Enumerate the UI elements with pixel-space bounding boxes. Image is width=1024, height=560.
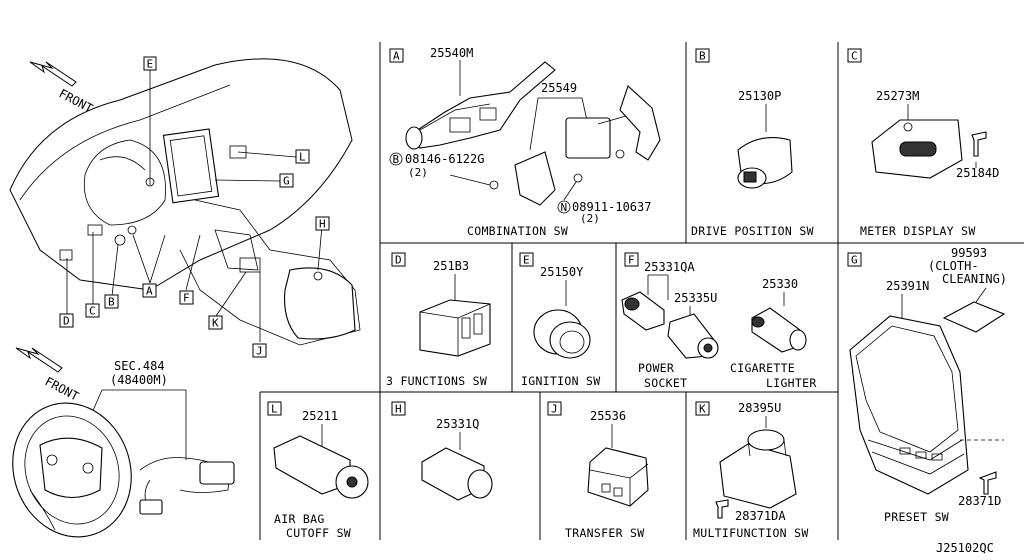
panels-A-parts-p3qty: (2) xyxy=(408,166,428,179)
panels-D-letter: D xyxy=(395,254,402,267)
caption-air-bag: AIR BAG xyxy=(274,512,325,526)
front-label-top: FRONT xyxy=(57,86,95,115)
panels-H-letter: H xyxy=(395,403,402,416)
callout-L: L xyxy=(295,149,310,164)
part-08911-10637: 08911-10637 xyxy=(572,200,651,214)
caption-combination-sw: COMBINATION SW xyxy=(467,224,568,238)
steering-wheel-overview: FRONT SEC.484 (48400M) xyxy=(12,347,235,538)
panel-K: K 28395U 28371DA MULTIFUNCTION SW xyxy=(693,401,809,540)
front-arrow-top: FRONT xyxy=(29,61,95,116)
caption-socket: SOCKET xyxy=(644,376,687,390)
panels-J-letter: J xyxy=(551,403,558,416)
part-28371D: 28371D xyxy=(958,494,1001,508)
caption-multifunction-sw: MULTIFUNCTION SW xyxy=(693,526,809,540)
part-251B3: 251B3 xyxy=(433,259,469,273)
part-25211: 25211 xyxy=(302,409,338,423)
callout-F: F xyxy=(179,290,194,305)
part-99593: 99593 xyxy=(951,246,987,260)
caption-cigarette: CIGARETTE xyxy=(730,361,795,375)
caption-ignition-sw: IGNITION SW xyxy=(521,374,600,388)
caption-drive-position-sw: DRIVE POSITION SW xyxy=(691,224,814,238)
overview-callouts-H: H xyxy=(319,218,326,231)
overview-callouts-D: D xyxy=(63,315,70,328)
cloth-label-1: (CLOTH- xyxy=(928,259,979,273)
overview-callouts-C: C xyxy=(89,305,96,318)
part-25150Y: 25150Y xyxy=(540,265,584,279)
overview-callouts-A: A xyxy=(146,285,153,298)
panel-D: D 251B3 3 FUNCTIONS SW xyxy=(386,252,491,388)
panel-G: G 99593 (CLOTH- CLEANING) 25391N 28371D … xyxy=(847,246,1007,524)
callout-D: D xyxy=(59,313,74,328)
panel-E: E 25150Y IGNITION SW xyxy=(519,252,600,388)
overview-callouts-G: G xyxy=(283,175,290,188)
panels-L-letter: L xyxy=(271,403,278,416)
cloth-label-2: CLEANING) xyxy=(942,272,1007,286)
panels-A-letter: A xyxy=(393,50,400,63)
callout-H: H xyxy=(315,216,330,231)
panels-A-parts-p4qty: (2) xyxy=(580,212,600,225)
part-25184D: 25184D xyxy=(956,166,999,180)
dashboard-overview: FRONT E L G H D xyxy=(9,56,361,358)
part-08146-6122G: 08146-6122G xyxy=(405,152,484,166)
panel-J: J 25536 TRANSFER SW xyxy=(547,401,649,540)
part-25331Q: 25331Q xyxy=(436,417,479,431)
part-25331QA: 25331QA xyxy=(644,260,695,274)
part-25549: 25549 xyxy=(541,81,577,95)
panels-F-letter: F xyxy=(628,254,635,267)
part-28371DA: 28371DA xyxy=(735,509,786,523)
panel-L: L 25211 AIR BAG CUTOFF SW xyxy=(267,401,369,540)
panel-B: B 25130P DRIVE POSITION SW xyxy=(691,48,814,238)
part-25335U: 25335U xyxy=(674,291,717,305)
part-25273M: 25273M xyxy=(876,89,919,103)
panel-H: H 25331Q xyxy=(391,401,493,501)
panel-A-letter-box xyxy=(389,48,404,63)
panels-C-letter: C xyxy=(851,50,858,63)
callout-C: C xyxy=(85,303,100,318)
overview-callouts-B: B xyxy=(108,296,115,309)
part-28395U: 28395U xyxy=(738,401,781,415)
panel-F: F 25331QA 25335U 25330 POWER SOCKET CIGA… xyxy=(621,252,817,390)
part-25391N: 25391N xyxy=(886,279,929,293)
caption-transfer-sw: TRANSFER SW xyxy=(565,526,644,540)
caption-power: POWER xyxy=(638,361,674,375)
front-label-bottom: FRONT xyxy=(43,374,81,403)
diagram-code: J25102QC xyxy=(936,541,994,555)
panels-A-parts-p3sym: B xyxy=(393,153,400,166)
caption-cutoff-sw: CUTOFF SW xyxy=(286,526,351,540)
part-25330: 25330 xyxy=(762,277,798,291)
panels-K-letter: K xyxy=(699,403,706,416)
overview-callouts-K: K xyxy=(212,317,219,330)
panel-grid xyxy=(259,42,1024,540)
panels-B-letter: B xyxy=(699,50,706,63)
overview-callouts-F: F xyxy=(183,292,190,305)
callout-B: B xyxy=(104,294,119,309)
panels-E-letter: E xyxy=(523,254,530,267)
part-25536: 25536 xyxy=(590,409,626,423)
callout-J: J xyxy=(252,343,267,358)
sec-ref: SEC.484 xyxy=(114,359,165,373)
panel-C: C 25273M 25184D METER DISPLAY SW xyxy=(847,48,999,238)
overview-callouts-J: J xyxy=(256,345,263,358)
panels-A-parts-p4sym: N xyxy=(561,201,568,214)
part-25130P: 25130P xyxy=(738,89,781,103)
caption-preset-sw: PRESET SW xyxy=(884,510,949,524)
panels-G-letter: G xyxy=(851,254,858,267)
caption-meter-display-sw: METER DISPLAY SW xyxy=(860,224,976,238)
front-arrow-bottom: FRONT xyxy=(15,347,81,404)
callout-A: A xyxy=(142,283,157,298)
callout-K: K xyxy=(208,315,223,330)
callout-E: E xyxy=(143,56,157,71)
overview-callouts-E: E xyxy=(147,58,154,71)
sec-part: (48400M) xyxy=(110,373,168,387)
callout-G: G xyxy=(279,173,294,188)
part-25540M: 25540M xyxy=(430,46,473,60)
caption-3-functions-sw: 3 FUNCTIONS SW xyxy=(386,374,487,388)
overview-callouts-L: L xyxy=(299,151,306,164)
caption-lighter: LIGHTER xyxy=(766,376,817,390)
panel-A: A 25540M 25549 B 08146-6122G (2) N 08911… xyxy=(389,46,661,238)
